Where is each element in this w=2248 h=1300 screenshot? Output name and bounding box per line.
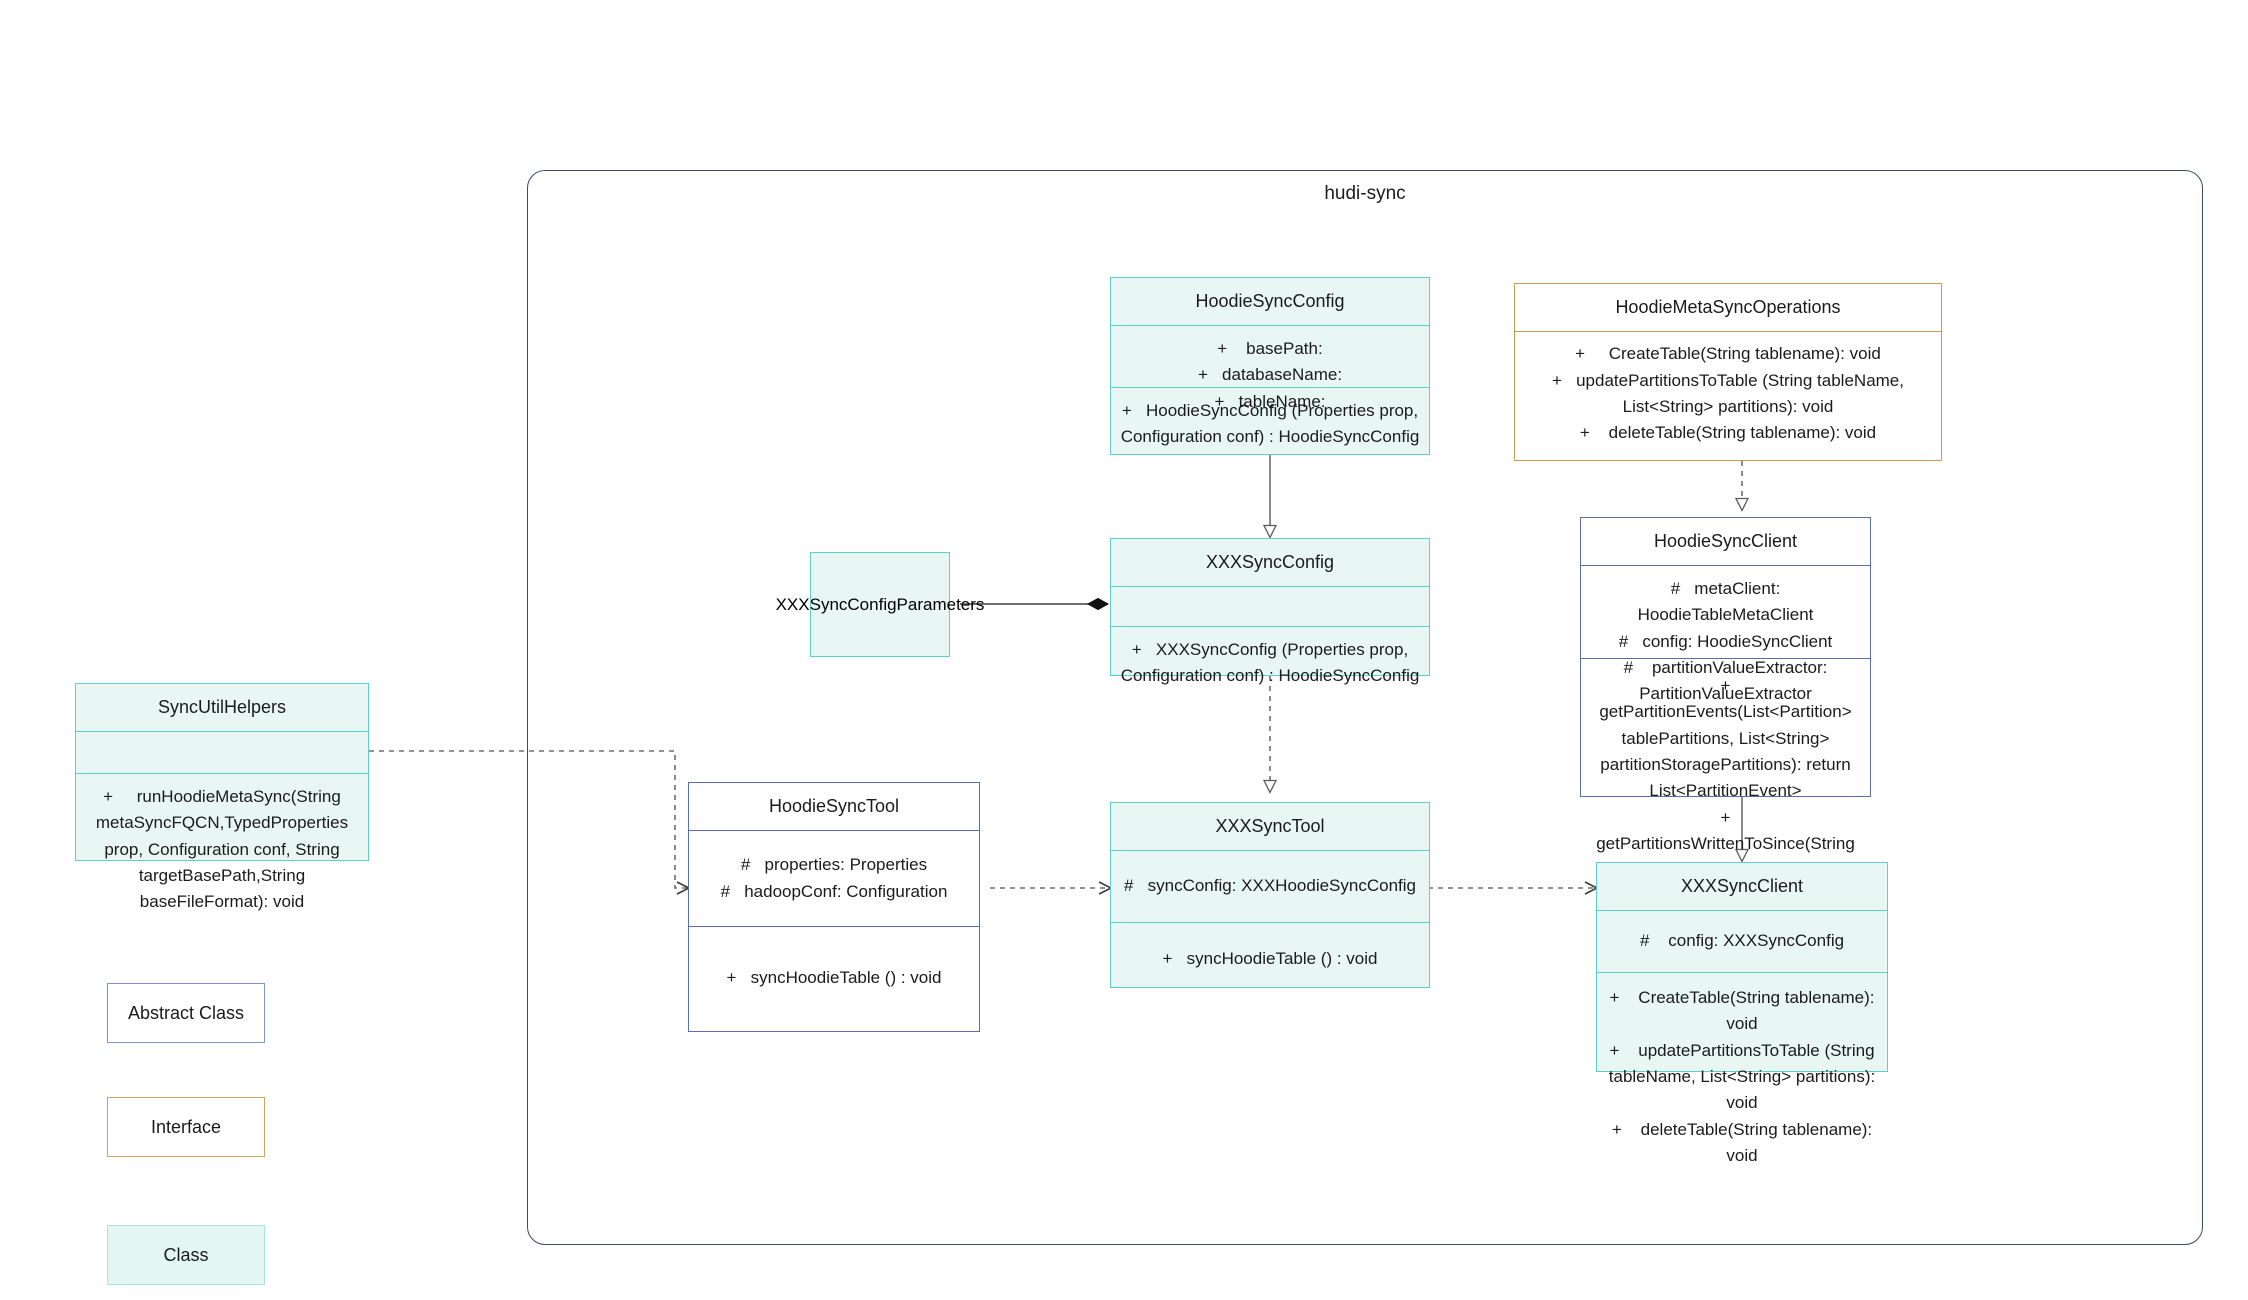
method-row: + syncHoodieTable () : void	[1162, 948, 1378, 968]
methods-hoodie-meta-sync-operations: + CreateTable(String tablename): void + …	[1515, 332, 1941, 456]
method-row: + HoodieSyncConfig (Properties prop, Con…	[1120, 401, 1423, 447]
class-box-hoodie-sync-tool[interactable]: HoodieSyncTool # properties: Properties …	[688, 782, 980, 1032]
methods-xxx-sync-tool: + syncHoodieTable () : void	[1111, 923, 1429, 995]
class-box-hoodie-sync-client[interactable]: HoodieSyncClient # metaClient: HoodieTab…	[1580, 517, 1871, 879]
legend-class-label: Class	[163, 1244, 209, 1265]
class-name-xxx-sync-config-parameters: XXXSyncConfigParameters	[775, 594, 985, 614]
attribute-row: # properties: Properties	[740, 855, 928, 875]
method-row: + deleteTable(String tablename): void	[1611, 1119, 1877, 1166]
attribute-row: # config: HoodieSyncClient	[1618, 631, 1833, 651]
class-name-xxx-sync-tool: XXXSyncTool	[1111, 803, 1429, 851]
attribute-row: + databaseName:	[1197, 365, 1343, 385]
legend-class: Class	[107, 1225, 265, 1285]
methods-hoodie-sync-client: + getPartitionEvents(List<Partition> tab…	[1581, 659, 1870, 894]
legend-abstract-class: Abstract Class	[107, 983, 265, 1043]
method-row: + syncHoodieTable () : void	[726, 967, 942, 987]
attribute-row: # config: XXXSyncConfig	[1639, 931, 1845, 951]
method-row: + XXXSyncConfig (Properties prop, Config…	[1120, 640, 1420, 686]
legend-abstract-label: Abstract Class	[127, 1002, 245, 1023]
attribute-row: # syncConfig: XXXHoodieSyncConfig	[1124, 876, 1416, 896]
class-box-xxx-sync-config[interactable]: XXXSyncConfig + XXXSyncConfig (Propertie…	[1110, 538, 1430, 685]
attribute-row: # hadoopConf: Configuration	[720, 881, 948, 901]
attribute-row: # metaClient: HoodieTableMetaClient	[1637, 579, 1814, 625]
class-box-xxx-sync-tool[interactable]: XXXSyncTool # syncConfig: XXXHoodieSyncC…	[1110, 802, 1430, 988]
attribute-row: + tableName:	[1214, 391, 1326, 411]
package-hudi-sync: hudi-sync	[527, 170, 2203, 1245]
class-name-hoodie-sync-tool: HoodieSyncTool	[689, 783, 979, 831]
class-box-xxx-sync-config-parameters[interactable]: XXXSyncConfigParameters	[776, 552, 984, 657]
attribute-row: # partitionValueExtractor: PartitionValu…	[1623, 658, 1833, 704]
attributes-hoodie-sync-tool: # properties: Properties # hadoopConf: C…	[689, 831, 979, 927]
attributes-hoodie-sync-client: # metaClient: HoodieTableMetaClient # co…	[1581, 566, 1870, 703]
class-box-xxx-sync-client[interactable]: XXXSyncClient # config: XXXSyncConfig + …	[1596, 862, 1888, 1165]
method-row: + CreateTable(String tablename): void	[1609, 988, 1880, 1034]
attribute-row: + basePath:	[1217, 339, 1323, 358]
class-name-hoodie-sync-client: HoodieSyncClient	[1581, 518, 1870, 566]
attributes-xxx-sync-client: # config: XXXSyncConfig	[1597, 911, 1887, 973]
attributes-hoodie-sync-config: + basePath: + databaseName: + tableName:	[1111, 326, 1429, 411]
method-row: + updatePartitionsToTable (String tableN…	[1608, 1040, 1880, 1113]
attributes-sync-util-helpers	[76, 732, 368, 774]
method-row: + CreateTable(String tablename): void	[1575, 344, 1881, 364]
methods-hoodie-sync-config: + HoodieSyncConfig (Properties prop, Con…	[1111, 388, 1429, 461]
methods-hoodie-sync-tool: + syncHoodieTable () : void	[689, 927, 979, 1029]
class-box-hoodie-meta-sync-operations[interactable]: HoodieMetaSyncOperations + CreateTable(S…	[1514, 283, 1942, 461]
package-title: hudi-sync	[1324, 183, 1406, 204]
class-name-xxx-sync-client: XXXSyncClient	[1597, 863, 1887, 911]
methods-xxx-sync-config: + XXXSyncConfig (Properties prop, Config…	[1111, 627, 1429, 700]
class-name-sync-util-helpers: SyncUtilHelpers	[76, 684, 368, 732]
attributes-xxx-sync-tool: # syncConfig: XXXHoodieSyncConfig	[1111, 851, 1429, 923]
method-row: + getPartitionEvents(List<Partition> tab…	[1599, 676, 1857, 801]
methods-xxx-sync-client: + CreateTable(String tablename): void + …	[1597, 973, 1887, 1179]
class-name-xxx-sync-config: XXXSyncConfig	[1111, 539, 1429, 587]
method-row: + runHoodieMetaSync(String metaSyncFQCN,…	[95, 787, 353, 912]
legend-interface: Interface	[107, 1097, 265, 1157]
method-row: + deleteTable(String tablename): void	[1579, 423, 1877, 443]
class-name-hoodie-meta-sync-operations: HoodieMetaSyncOperations	[1515, 284, 1941, 332]
legend-interface-label: Interface	[150, 1116, 222, 1137]
class-box-sync-util-helpers[interactable]: SyncUtilHelpers + runHoodieMetaSync(Stri…	[75, 683, 369, 911]
method-row: + updatePartitionsToTable (String tableN…	[1551, 370, 1909, 416]
methods-sync-util-helpers: + runHoodieMetaSync(String metaSyncFQCN,…	[76, 774, 368, 926]
attributes-xxx-sync-config	[1111, 587, 1429, 627]
class-box-hoodie-sync-config[interactable]: HoodieSyncConfig + basePath: + databaseN…	[1110, 277, 1430, 455]
class-name-hoodie-sync-config: HoodieSyncConfig	[1111, 278, 1429, 326]
